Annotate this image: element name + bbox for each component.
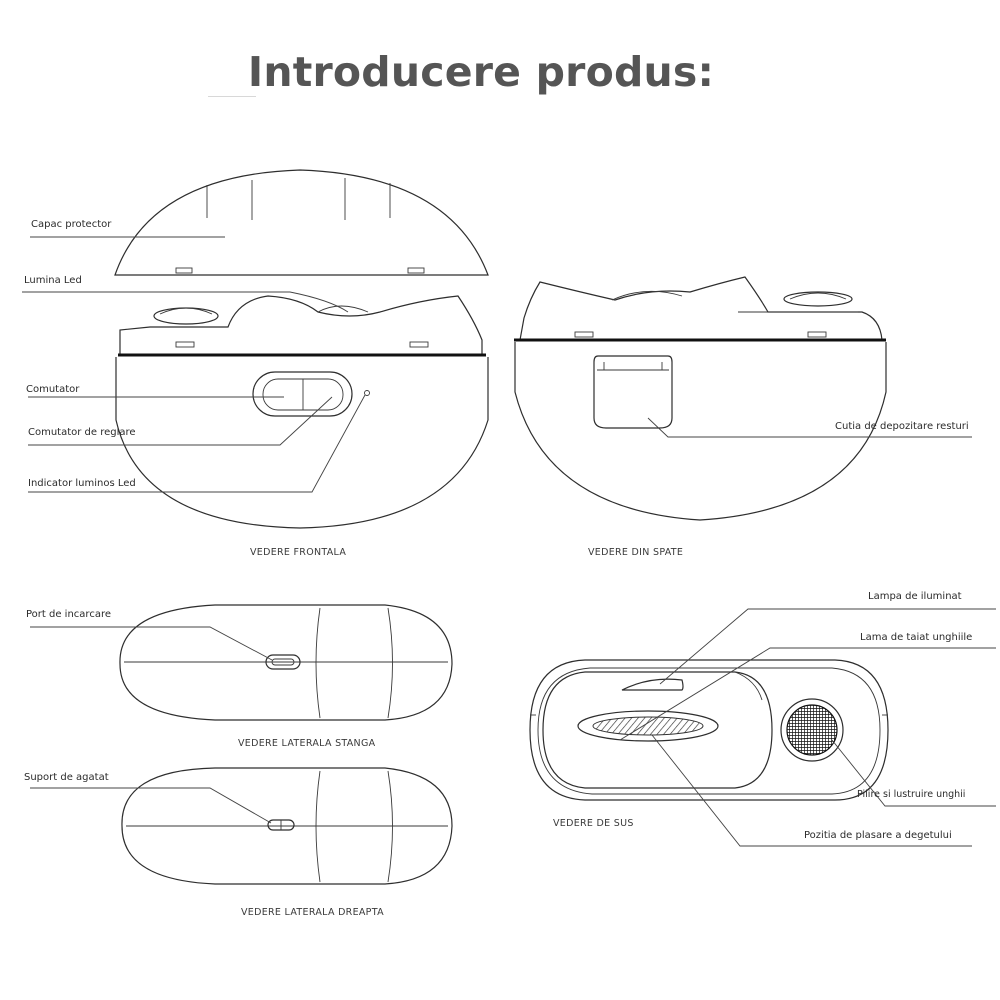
back-slot [807,331,827,338]
right-section-line [315,770,321,883]
cap-clip [175,267,193,274]
back-body-top [519,276,883,341]
switch-outer [252,371,353,417]
top-view [529,659,889,801]
label-capac-protector: Capac protector [31,219,112,230]
left-section-line [315,607,321,719]
front-slot [175,341,195,348]
top-finger-area [542,671,773,789]
back-knob-top [789,292,847,300]
back-body [514,342,887,521]
front-dome [317,305,369,313]
left-section-line [387,607,393,719]
debris-box [593,355,673,429]
label-cutia-depozitare: Cutia de depozitare resturi [835,421,969,432]
back-dome [611,290,683,301]
leader-indicator [28,394,366,493]
leader-cutia [647,417,972,438]
leader-lampa [659,608,996,685]
top-inner-body [537,667,881,795]
illumination-lamp [621,678,684,691]
nail-cutting-blade [592,716,704,736]
leader-lines [22,236,996,847]
caption-vedere-laterala-dreapta: VEDERE LATERALA DREAPTA [241,907,384,918]
label-pilire: Pilire si lustruire unghii [857,789,966,800]
front-body [115,357,489,529]
leader-port [30,626,273,661]
blade-window-outer [577,710,719,742]
label-lumina-led: Lumina Led [24,275,82,286]
back-knob [783,291,853,307]
label-pozitia-plasare: Pozitia de plasare a degetului [804,830,952,841]
label-indicator-luminos: Indicator luminos Led [28,478,136,489]
label-suport-agatat: Suport de agatat [24,772,109,783]
left-side-view [119,604,453,721]
label-lama-taiat: Lama de taiat unghiile [860,632,973,643]
caption-vedere-de-sus: VEDERE DE SUS [553,818,634,829]
front-slot [409,341,429,348]
label-comutator: Comutator [26,384,80,395]
leader-lumina [22,291,349,313]
led-indicator-dot [364,390,370,396]
front-body-top [119,295,483,355]
grinding-head-ring [780,698,844,762]
right-section-line [387,770,393,883]
label-port-incarcare: Port de incarcare [26,609,111,620]
front-view [114,169,489,529]
caption-vedere-laterala-stanga: VEDERE LATERALA STANGA [238,738,376,749]
top-step-line [734,671,763,701]
leader-comutator-reglare [28,396,333,446]
front-knob [153,307,219,325]
back-slot [574,331,594,338]
label-lampa-iluminat: Lampa de iluminat [868,591,962,602]
charging-port-outline [265,654,301,670]
caption-vedere-din-spate: VEDERE DIN SPATE [588,547,684,558]
protective-cap [114,169,489,276]
charging-port-slot [271,658,295,666]
caption-vedere-frontala: VEDERE FRONTALA [250,547,347,558]
top-outer-body [529,659,889,801]
back-view [514,276,887,521]
cap-clip [407,267,425,274]
right-side-body [121,767,453,885]
left-side-body [119,604,453,721]
label-comutator-reglare: Comutator de reglare [28,427,136,438]
leader-pilire [831,739,996,807]
leader-pozitia [651,734,972,847]
page-title: Introducere produs: [247,48,715,96]
leader-lama [619,647,996,741]
title-decor-line [208,96,256,97]
grinding-head [786,704,838,756]
leader-suport [30,787,272,824]
debris-box-lid [597,362,669,371]
front-knob-top [159,307,213,315]
right-side-view [121,767,453,885]
